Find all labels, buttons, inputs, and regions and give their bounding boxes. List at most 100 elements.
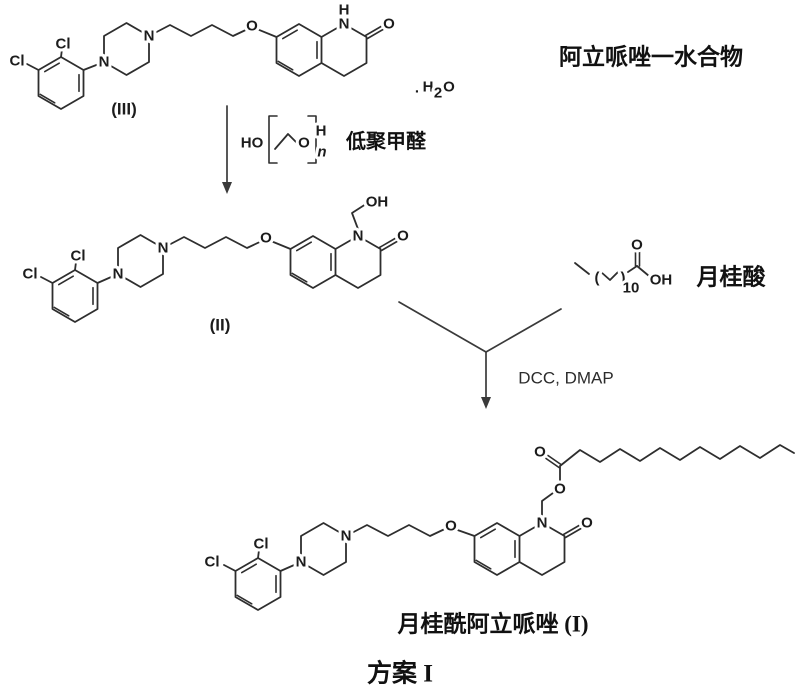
atom-label-n: N: [158, 240, 169, 257]
carbonyl-double-bond: [562, 524, 582, 539]
chain-to-carboxyl-bond: [627, 265, 638, 273]
atom-label-ho: HO: [241, 135, 264, 152]
aromatic-inner-bonds: [291, 241, 332, 283]
lauric-acid-atom-labels: ()10 O OH: [592, 234, 676, 300]
compound-ii-code: (II): [210, 316, 231, 335]
step2-reagents: DCC, DMAP: [518, 369, 613, 388]
arrowhead: [481, 397, 491, 409]
aromatic-inner-bonds: [39, 62, 80, 104]
lauroyl-alkyl-chain: [559, 444, 795, 467]
butoxy-chain: [162, 236, 292, 250]
atom-label-oh: OH: [650, 272, 673, 289]
lactam-ring: [320, 23, 368, 77]
atom-label-n: n: [317, 144, 326, 161]
carbonyl-double-bond: [364, 25, 384, 40]
dichlorophenyl-ring: [37, 56, 85, 110]
atom-label-o: O: [298, 135, 310, 152]
atom-label-o: O: [383, 16, 395, 33]
atom-label-n: N: [144, 28, 155, 45]
atom-label-h: H: [423, 79, 434, 96]
formaldehyde-unit-bonds: [274, 133, 299, 150]
atom-label-o: O: [397, 228, 409, 245]
atom-label-cl: Cl: [56, 36, 71, 53]
lactam-ring: [518, 522, 566, 576]
step1-reaction: HO OHn 低聚甲醛: [222, 105, 427, 194]
atom-label-n: N: [353, 228, 364, 245]
quinolinone-benzo-ring: [275, 23, 323, 77]
atom-label-o: O: [246, 18, 258, 35]
carboxyl-double-bond: [634, 251, 641, 267]
compound-iii-code: (III): [111, 100, 137, 119]
aryl-piperazine-bond: [82, 61, 105, 71]
atom-label-o: O: [445, 518, 457, 535]
converging-line-left: [398, 301, 487, 353]
atom-label-cl: Cl: [254, 536, 269, 553]
piperazine-ring: [300, 522, 347, 576]
reagent-name: 低聚甲醛: [345, 129, 427, 153]
chlorine-bonds: [223, 549, 260, 572]
arrowhead: [222, 182, 232, 194]
atom-label-oh: OH: [366, 194, 389, 211]
methyl-stub-bond: [574, 262, 590, 275]
aromatic-inner-bonds: [277, 29, 318, 71]
aromatic-inner-bonds: [475, 528, 516, 570]
atom-label-o: O: [534, 444, 546, 461]
lauric-acid-structure: ()10 O OH 月桂酸: [574, 234, 767, 300]
atom-label-cl: Cl: [71, 248, 86, 265]
atom-label-n: N: [296, 554, 307, 571]
atom-label-o: O: [554, 481, 566, 498]
dichlorophenyl-ring: [51, 269, 99, 323]
aromatic-inner-bonds: [53, 275, 94, 317]
lauric-acid-name: 月桂酸: [696, 265, 767, 290]
polymer-bracket-left: [268, 115, 278, 164]
atom-label-sym: (: [595, 270, 600, 287]
atom-label-2: 2: [434, 85, 442, 102]
ester-carbonyl-double-bond: [545, 454, 562, 469]
butoxy-chain: [345, 524, 476, 537]
atom-label-cl: Cl: [23, 266, 38, 283]
lactam-ring: [334, 235, 382, 289]
atom-label-n: N: [537, 515, 548, 532]
aryl-piperazine-bond: [279, 561, 302, 572]
atom-label-cl: Cl: [10, 53, 25, 70]
converging-line-right: [485, 308, 562, 353]
atom-label-o: O: [581, 515, 593, 532]
chlorine-bonds: [40, 261, 77, 284]
atom-label-n: N: [341, 528, 352, 545]
atom-label-o: O: [631, 237, 643, 254]
atom-label-sym: .: [415, 80, 419, 97]
methylene-repeat-bonds: [600, 270, 620, 281]
atom-label-h: H: [316, 123, 327, 140]
atom-label-o: O: [260, 230, 272, 247]
atom-label-n: N: [113, 266, 124, 283]
atom-label-h: H: [339, 2, 350, 19]
dichlorophenyl-ring: [234, 557, 282, 611]
reagent-formula-labels: HO OHn: [238, 120, 330, 164]
aromatic-inner-bonds: [236, 563, 277, 605]
atom-label-cl: Cl: [205, 554, 220, 571]
quinolinone-benzo-ring: [289, 235, 337, 289]
hydroxymethyl-bonds: [351, 203, 367, 230]
compound-i-name: 月桂酰阿立哌唑 (I): [396, 611, 588, 637]
aryl-piperazine-bond: [96, 273, 119, 284]
atom-label-n: N: [99, 54, 110, 71]
atom-label-n: N: [339, 16, 350, 33]
n-methylene-ester-bonds: [541, 466, 561, 517]
atom-label-sym: ): [621, 270, 626, 287]
c-oh-bond: [636, 265, 650, 277]
atom-label-10: 10: [623, 280, 640, 297]
step2-reaction: DCC, DMAP: [398, 301, 614, 409]
compound-iii-name: 阿立哌唑一水合物: [559, 44, 743, 70]
butoxy-chain: [148, 24, 278, 38]
carbonyl-double-bond: [378, 237, 398, 252]
chlorine-bonds: [26, 48, 63, 71]
atom-label-o: O: [443, 79, 455, 96]
piperazine-ring: [103, 22, 150, 76]
scheme-caption: 方案 I: [367, 659, 433, 688]
